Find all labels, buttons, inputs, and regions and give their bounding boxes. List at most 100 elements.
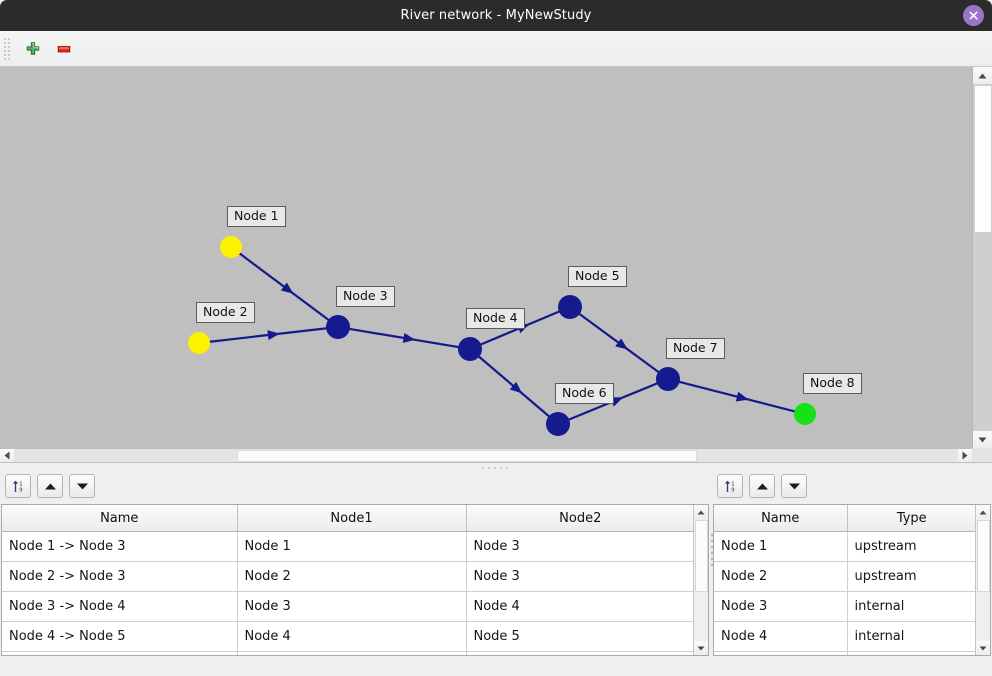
table-cell[interactable]: Node 4: [466, 591, 694, 622]
table-cell[interactable]: upstream: [847, 531, 976, 562]
graph-node-label-node-4[interactable]: Node 4: [466, 308, 525, 329]
graph-node-node-8[interactable]: [794, 403, 816, 425]
vertical-splitter[interactable]: [0, 462, 992, 473]
table-cell[interactable]: Node 1: [714, 531, 848, 562]
reaches-move-down-button[interactable]: [69, 474, 95, 498]
graph-vertical-scrollbar[interactable]: [972, 67, 992, 448]
table-cell[interactable]: [466, 651, 694, 655]
table-cell[interactable]: Node 3: [714, 591, 848, 622]
table-cell[interactable]: [714, 651, 848, 655]
graph-node-label-node-8[interactable]: Node 8: [803, 373, 862, 394]
table-cell[interactable]: [2, 651, 238, 655]
graph-node-node-4[interactable]: [458, 337, 482, 361]
table-cell[interactable]: Node 3: [466, 531, 694, 562]
graph-horizontal-scrollbar[interactable]: [0, 448, 992, 462]
graph-node-node-7[interactable]: [656, 367, 680, 391]
graph-canvas[interactable]: Node 1 Node 2 Node 3 Node 4 Node 5 Node 6 Node…: [0, 67, 972, 448]
triangle-up-icon: [697, 510, 705, 514]
reaches-move-up-button[interactable]: [37, 474, 63, 498]
nodes-vertical-scrollbar[interactable]: [975, 505, 990, 655]
triangle-down-icon: [76, 483, 88, 489]
nodes-move-down-button[interactable]: [781, 474, 807, 498]
table-cell[interactable]: Node 3: [466, 561, 694, 592]
graph-vertical-scroll-thumb[interactable]: [974, 85, 992, 233]
graph-scroll-left-button[interactable]: [0, 449, 14, 462]
graph-node-label-node-3[interactable]: Node 3: [336, 286, 395, 307]
column-header-node2[interactable]: Node2: [466, 505, 694, 532]
node-row[interactable]: [714, 651, 976, 655]
remove-node-button[interactable]: [51, 36, 77, 62]
graph-scroll-right-button[interactable]: [958, 449, 972, 462]
table-cell[interactable]: upstream: [847, 561, 976, 592]
reaches-sort-button[interactable]: 1 9: [5, 474, 31, 498]
graph-node-label-node-6[interactable]: Node 6: [555, 383, 614, 404]
toolbar-drag-handle[interactable]: [3, 37, 12, 60]
nodes-scroll-up-button[interactable]: [976, 505, 990, 519]
table-cell[interactable]: Node 4 -> Node 5: [2, 621, 238, 652]
table-cell[interactable]: Node 3 -> Node 4: [2, 591, 238, 622]
triangle-down-icon: [978, 437, 987, 442]
panel-drag-handle[interactable]: [710, 532, 714, 568]
graph-node-node-5[interactable]: [558, 295, 582, 319]
graph-horizontal-scroll-thumb[interactable]: [237, 450, 697, 462]
close-button[interactable]: [963, 5, 984, 26]
table-cell[interactable]: Node 5: [466, 621, 694, 652]
column-header-name[interactable]: Name: [714, 505, 848, 532]
table-cell[interactable]: internal: [847, 621, 976, 652]
graph-node-node-1[interactable]: [220, 236, 242, 258]
add-node-button[interactable]: [20, 36, 46, 62]
nodes-sort-button[interactable]: 1 9: [717, 474, 743, 498]
graph-node-node-2[interactable]: [188, 332, 210, 354]
table-cell[interactable]: Node 1: [237, 531, 467, 562]
table-cell[interactable]: Node 1 -> Node 3: [2, 531, 238, 562]
nodes-scroll-thumb[interactable]: [977, 520, 990, 592]
table-cell[interactable]: Node 3: [237, 591, 467, 622]
reaches-scroll-down-button[interactable]: [694, 641, 708, 655]
triangle-down-icon: [697, 646, 705, 650]
graph-node-label-node-2[interactable]: Node 2: [196, 302, 255, 323]
graph-edge[interactable]: [678, 380, 796, 413]
graph-scroll-up-button[interactable]: [973, 67, 992, 84]
graph-node-label-node-5[interactable]: Node 5: [568, 266, 627, 287]
graph-edge-arrowhead: [615, 338, 628, 350]
graph-node-label-node-7[interactable]: Node 7: [666, 338, 725, 359]
graph-node-node-3[interactable]: [326, 315, 350, 339]
nodes-move-up-button[interactable]: [749, 474, 775, 498]
table-cell[interactable]: Node 4: [237, 621, 467, 652]
reaches-scroll-thumb[interactable]: [695, 520, 708, 592]
table-cell[interactable]: [237, 651, 467, 655]
graph-node-label-node-1[interactable]: Node 1: [227, 206, 286, 227]
column-header-name[interactable]: Name: [2, 505, 238, 532]
table-cell[interactable]: Node 2 -> Node 3: [2, 561, 238, 592]
graph-svg: [188, 236, 816, 436]
table-cell[interactable]: Node 2: [714, 561, 848, 592]
reaches-vertical-scrollbar[interactable]: [693, 505, 708, 655]
graph-edge-arrowhead: [267, 330, 280, 341]
table-cell[interactable]: Node 2: [237, 561, 467, 592]
triangle-left-icon: [4, 451, 10, 460]
column-header-type[interactable]: Type: [847, 505, 976, 532]
svg-text:9: 9: [731, 487, 734, 493]
window-titlebar: River network - MyNewStudy: [0, 0, 992, 31]
column-header-node1[interactable]: Node1: [237, 505, 467, 532]
graph-node-node-6[interactable]: [546, 412, 570, 436]
graph-scroll-down-button[interactable]: [973, 431, 992, 448]
window-title: River network - MyNewStudy: [400, 8, 592, 23]
nodes-scroll-down-button[interactable]: [976, 641, 990, 655]
table-cell[interactable]: [847, 651, 976, 655]
reaches-scroll-up-button[interactable]: [694, 505, 708, 519]
reach-row[interactable]: [2, 651, 694, 655]
table-cell[interactable]: Node 4: [714, 621, 848, 652]
table-cell[interactable]: internal: [847, 591, 976, 622]
